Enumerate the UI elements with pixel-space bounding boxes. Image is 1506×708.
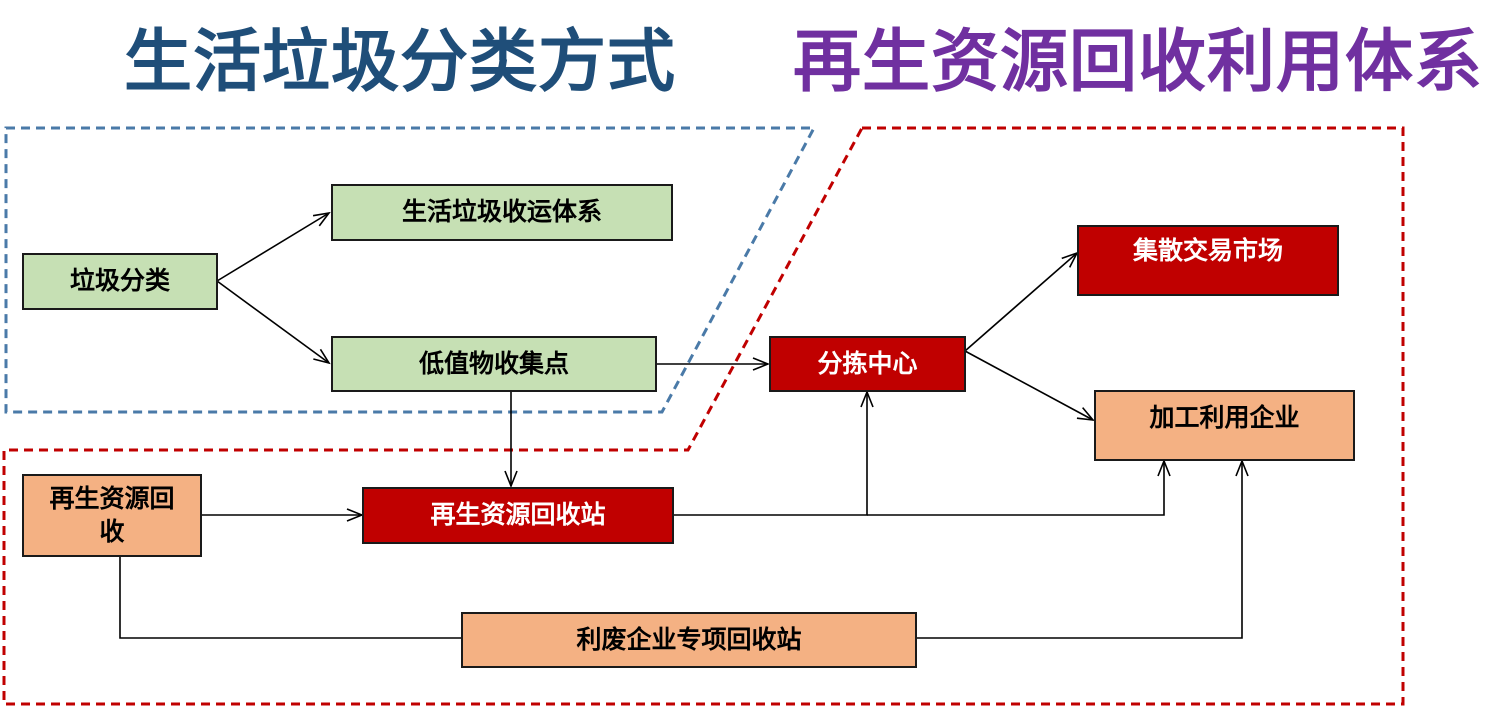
node-sorting-center: 分拣中心	[769, 336, 966, 392]
arrow-sorting-center-to-market	[964, 253, 1077, 352]
arrow-station-to-processing	[867, 461, 1164, 516]
connector-renewable-recycling-to-special-station	[119, 556, 462, 639]
arrow-station-to-sorting-center	[673, 392, 867, 516]
arrow-sorting-to-collection-point	[216, 280, 329, 363]
node-garbage-sorting: 垃圾分类	[22, 253, 218, 310]
arrow-special-station-to-processing	[916, 461, 1242, 639]
arrow-sorting-to-collection-system	[216, 213, 329, 282]
node-low-value-collection-point: 低值物收集点	[331, 336, 657, 392]
node-household-collection-system: 生活垃圾收运体系	[331, 184, 673, 241]
node-distribution-market: 集散交易市场	[1077, 225, 1339, 296]
garbage-sorting-region-border	[4, 126, 817, 414]
node-special-recycling-station: 利废企业专项回收站	[461, 612, 917, 668]
arrow-sorting-center-to-processing	[964, 350, 1093, 420]
node-renewable-recycling: 再生资源回收	[22, 474, 202, 557]
node-recycling-station: 再生资源回收站	[362, 487, 674, 544]
title-garbage-sorting-methods: 生活垃圾分类方式	[124, 23, 677, 102]
renewable-system-region-border	[2, 126, 1405, 706]
node-processing-enterprise: 加工利用企业	[1094, 390, 1355, 461]
title-renewable-resource-system: 再生资源回收利用体系	[793, 23, 1484, 102]
